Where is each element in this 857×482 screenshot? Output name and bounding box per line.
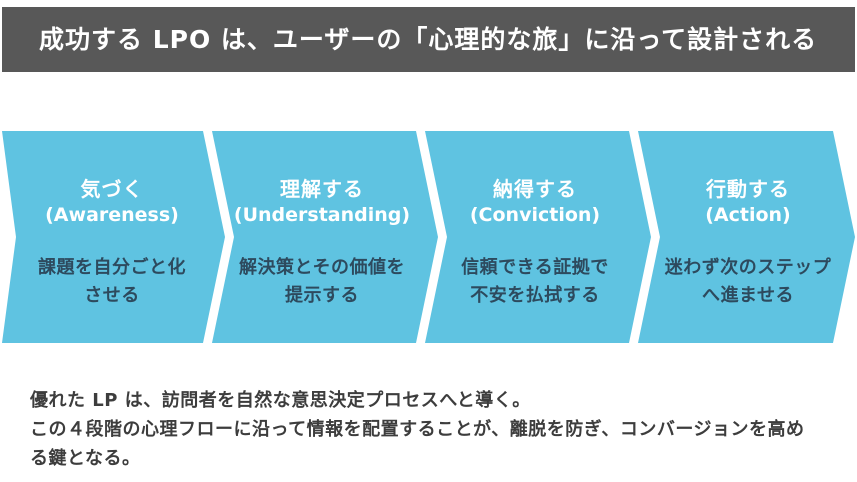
stage-name: 気づく (80, 177, 144, 201)
header-banner: 成功する LPO は、ユーザーの「心理的な旅」に沿って設計される (2, 7, 855, 72)
stage-english-label: (Conviction) (469, 204, 601, 226)
stage-name: 行動する (706, 177, 790, 201)
page-title: 成功する LPO は、ユーザーの「心理的な旅」に沿って設計される (39, 25, 818, 54)
stage-arrow-2 (212, 131, 438, 343)
stage-arrow-4 (638, 131, 855, 343)
stage-description: 迷わず次のステップ へ進ませる (664, 257, 832, 306)
stage-english-label: (Understanding) (233, 204, 411, 226)
stage-description: 課題を自分ごと化 させる (38, 257, 186, 306)
stage-english-label: (Awareness) (45, 204, 179, 226)
stage-action: 行動する (Action) 迷わず次のステップ へ進ませる (643, 176, 853, 310)
stage-understanding: 理解する (Understanding) 解決策とその価値を 提示する (217, 176, 427, 310)
flow-arrows-canvas (2, 131, 855, 343)
stage-awareness: 気づく (Awareness) 課題を自分ごと化 させる (7, 176, 217, 310)
stage-name: 納得する (493, 177, 577, 201)
stage-description: 解決策とその価値を 提示する (239, 257, 405, 306)
stage-conviction: 納得する (Conviction) 信頼できる証拠で 不安を払拭する (430, 176, 640, 310)
stage-name: 理解する (280, 177, 364, 201)
stage-arrow-1 (2, 131, 225, 343)
stage-english-label: (Action) (705, 204, 791, 226)
stage-arrow-3 (425, 131, 651, 343)
summary-text: 優れた LP は、訪問者を自然な意思決定プロセスへと導く。 この４段階の心理フロ… (30, 390, 805, 469)
stage-description: 信頼できる証拠で 不安を払拭する (461, 257, 609, 306)
stage-flow-diagram: 気づく (Awareness) 課題を自分ごと化 させる 理解する (Under… (0, 131, 857, 343)
